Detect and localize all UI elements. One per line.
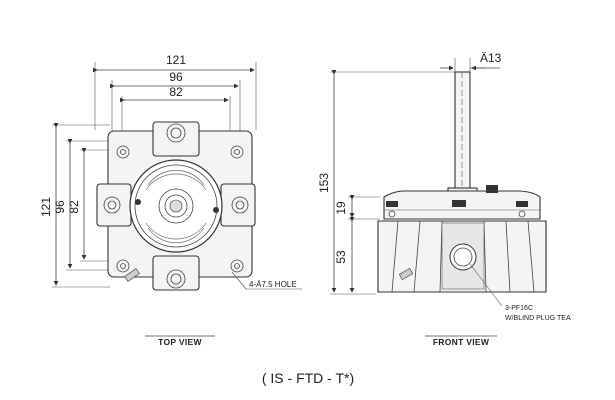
port-note-line1: 3-PF16C bbox=[505, 305, 533, 312]
top-view-label: TOP VIEW bbox=[145, 335, 215, 347]
port-note-line2: W/BLIND PLUG TEA bbox=[505, 315, 571, 322]
dim-overall-width: 121 bbox=[93, 53, 257, 130]
model-code: ( IS - FTD - T*) bbox=[262, 370, 354, 386]
top-view-body bbox=[96, 121, 256, 291]
front-view-label: FRONT VIEW bbox=[425, 335, 497, 347]
dim-label-82-left: 82 bbox=[67, 200, 81, 214]
dim-label-53: 53 bbox=[334, 250, 348, 264]
front-view: Ä13 153 19 53 bbox=[317, 51, 571, 347]
front-view-label-text: FRONT VIEW bbox=[433, 337, 490, 347]
dim-base-height: 53 bbox=[334, 217, 355, 293]
dim-label-96-top: 96 bbox=[169, 70, 183, 84]
dim-label-121-left: 121 bbox=[39, 197, 53, 217]
dim-shaft-diameter: Ä13 bbox=[440, 51, 502, 80]
dim-middle-height: 96 bbox=[53, 139, 112, 271]
dim-middle-width: 96 bbox=[110, 70, 241, 140]
dim-total-height: 153 bbox=[317, 70, 455, 295]
dim-label-153: 153 bbox=[317, 173, 331, 193]
hole-note-text: 4-Ä7.5 HOLE bbox=[249, 280, 297, 289]
top-view-label-text: TOP VIEW bbox=[158, 337, 202, 347]
shaft bbox=[447, 71, 478, 197]
top-view: 121 96 82 121 96 bbox=[39, 53, 302, 347]
front-body bbox=[377, 185, 547, 293]
dim-flange-height: 19 bbox=[334, 195, 380, 220]
dim-label-82-top: 82 bbox=[169, 85, 183, 99]
dim-label-shaft: Ä13 bbox=[480, 51, 502, 65]
port-note: 3-PF16C W/BLIND PLUG TEA bbox=[469, 263, 571, 322]
dim-label-19: 19 bbox=[334, 201, 348, 215]
dim-label-121-top: 121 bbox=[166, 53, 186, 67]
hole-note: 4-Ä7.5 HOLE bbox=[231, 271, 302, 290]
dim-label-96-left: 96 bbox=[53, 200, 67, 214]
dim-overall-height: 121 bbox=[39, 123, 110, 288]
